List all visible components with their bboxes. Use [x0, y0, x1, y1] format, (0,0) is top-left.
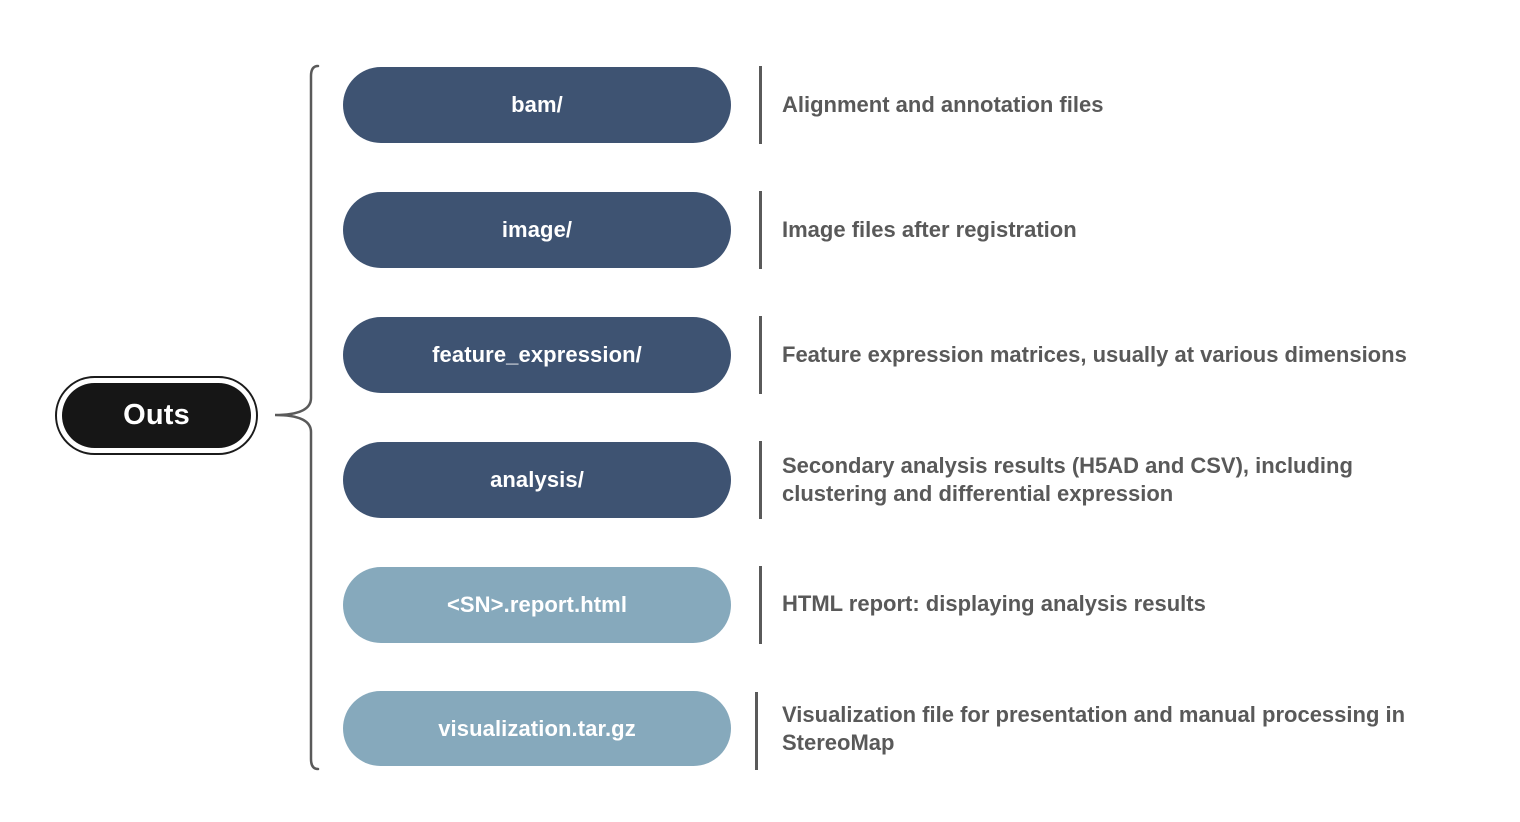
description-report-html: HTML report: displaying analysis results — [782, 591, 1206, 616]
row-divider — [755, 692, 758, 770]
row-divider — [759, 66, 762, 144]
folder-pill-bam: bam/ — [343, 67, 731, 143]
root-node-outs: Outs — [55, 376, 258, 455]
file-pill-report-html: <SN>.report.html — [343, 567, 731, 643]
row-divider — [759, 191, 762, 269]
root-node-label: Outs — [62, 383, 251, 448]
file-pill-visualization: visualization.tar.gz — [343, 691, 731, 766]
description-image: Image files after registration — [782, 217, 1077, 242]
description-visualization: Visualization file for presentation and … — [782, 702, 1406, 755]
row-divider — [759, 316, 762, 394]
row-divider — [759, 441, 762, 519]
description-feature-expression: Feature expression matrices, usually at … — [782, 342, 1407, 367]
description-bam: Alignment and annotation files — [782, 92, 1104, 117]
folder-pill-feature-expression: feature_expression/ — [343, 317, 731, 393]
row-divider — [759, 566, 762, 644]
description-analysis: Secondary analysis results (H5AD and CSV… — [782, 453, 1353, 506]
folder-pill-analysis: analysis/ — [343, 442, 731, 518]
folder-pill-image: image/ — [343, 192, 731, 268]
